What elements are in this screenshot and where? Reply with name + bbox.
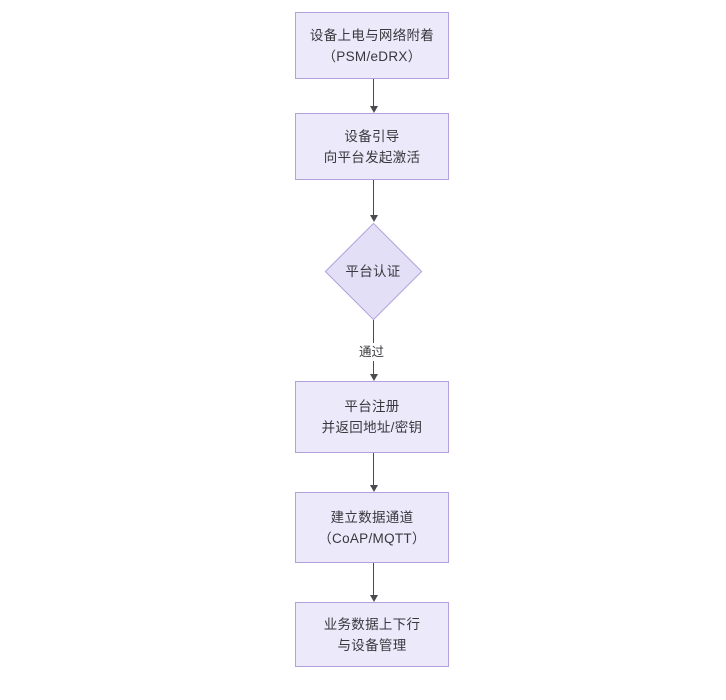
node-label-line2: 并返回地址/密钥 bbox=[321, 420, 423, 435]
connector-power-on-to-bootstrap bbox=[369, 79, 378, 113]
connector-line bbox=[373, 180, 374, 215]
node-label-line1: 设备引导 bbox=[344, 128, 400, 144]
node-label-line1: 建立数据通道 bbox=[330, 509, 414, 525]
edge-label-pass: 通过 bbox=[357, 343, 387, 361]
arrowhead-icon bbox=[369, 485, 378, 492]
node-label-line2: （CoAP/MQTT） bbox=[318, 530, 426, 546]
node-label-line1: 业务数据上下行 bbox=[323, 616, 421, 632]
connector-line bbox=[373, 453, 374, 485]
node-business-data-management[interactable]: 业务数据上下行 与设备管理 bbox=[295, 602, 449, 667]
arrowhead-icon bbox=[369, 215, 378, 222]
node-platform-register[interactable]: 平台注册 并返回地址/密钥 bbox=[295, 381, 449, 453]
arrowhead-icon bbox=[369, 374, 378, 381]
node-label-line2: 向平台发起激活 bbox=[323, 149, 421, 165]
connector-register-to-channel bbox=[369, 453, 378, 492]
connector-channel-to-business bbox=[369, 563, 378, 602]
arrowhead-icon bbox=[369, 595, 378, 602]
node-device-power-on[interactable]: 设备上电与网络附着 （PSM/eDRX） bbox=[295, 12, 449, 79]
node-label-line1: 设备上电与网络附着 bbox=[309, 27, 435, 43]
arrowhead-icon bbox=[369, 106, 378, 113]
node-device-bootstrap[interactable]: 设备引导 向平台发起激活 bbox=[295, 113, 449, 180]
connector-line bbox=[373, 79, 374, 106]
node-label-line2: （PSM/eDRX） bbox=[322, 48, 422, 64]
connector-line bbox=[373, 563, 374, 595]
connector-bootstrap-to-auth bbox=[369, 180, 378, 222]
node-platform-authentication[interactable]: 平台认证 bbox=[323, 222, 423, 320]
node-label-line1: 平台认证 bbox=[345, 263, 401, 279]
node-label-line2: 与设备管理 bbox=[337, 637, 407, 653]
node-data-channel[interactable]: 建立数据通道 （CoAP/MQTT） bbox=[295, 492, 449, 563]
node-label-line1: 平台注册 bbox=[344, 399, 400, 414]
